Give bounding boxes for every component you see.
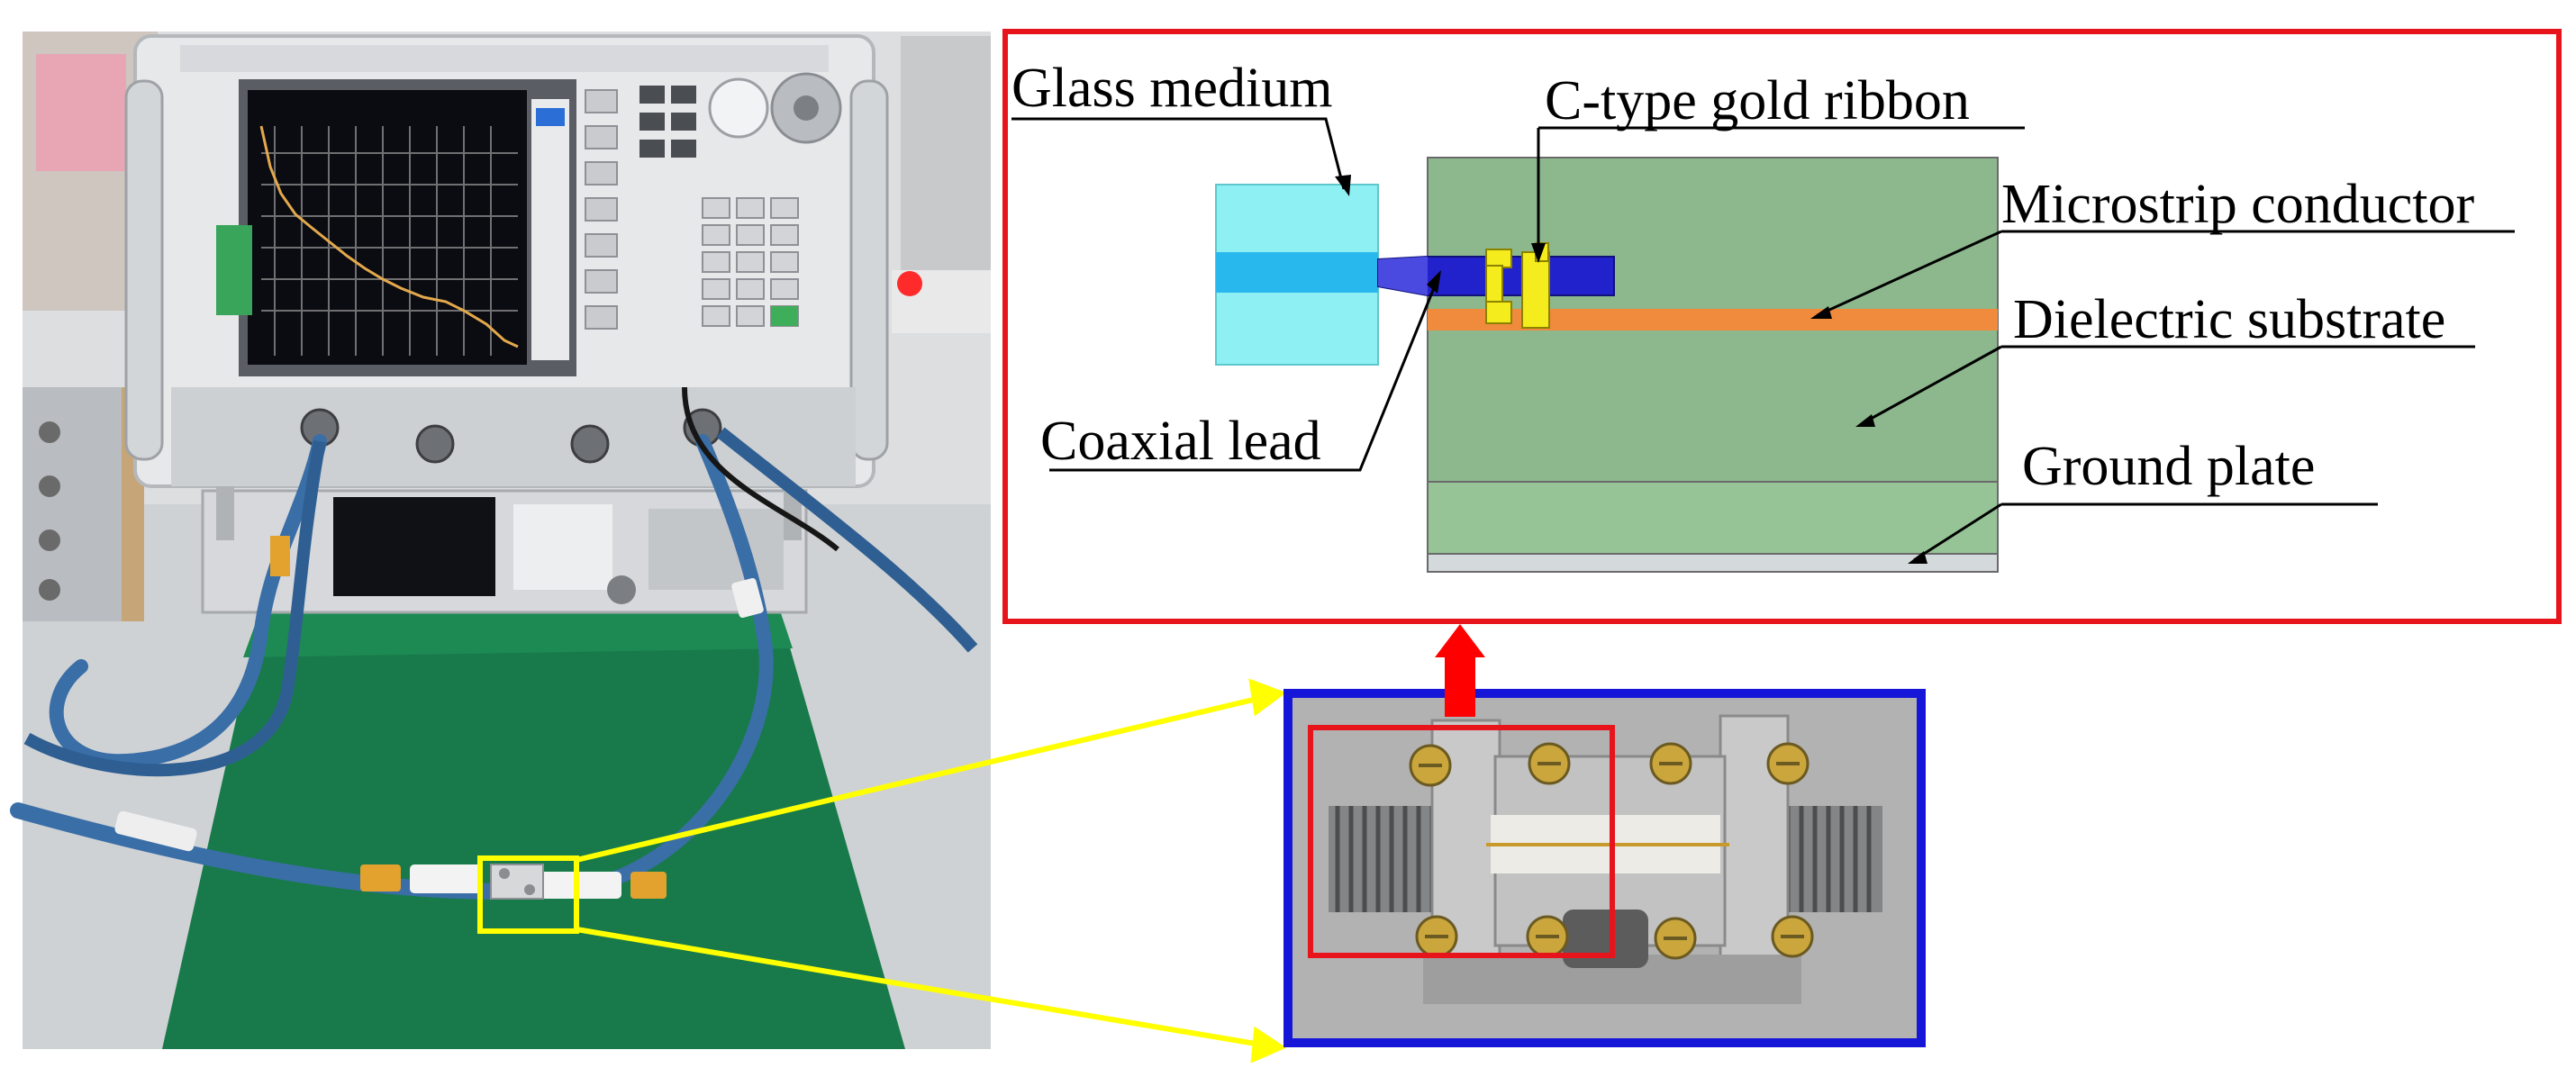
measurement-setup-photo (10, 32, 991, 1049)
gold-ribbon (1485, 242, 1550, 329)
label-ground-plate: Ground plate (2022, 436, 2315, 497)
structure-diagram: Glass medium C-type gold ribbon Microstr… (1002, 29, 2562, 624)
label-dielectric-substrate: Dielectric substrate (2013, 289, 2445, 350)
up-arrow-icon (1435, 624, 1485, 717)
label-microstrip-conductor: Microstrip conductor (2001, 174, 2475, 235)
label-gold-ribbon: C-type gold ribbon (1545, 70, 1970, 131)
label-coaxial-lead: Coaxial lead (1040, 411, 1321, 472)
callout-lines (576, 678, 1287, 1063)
label-glass-medium: Glass medium (1011, 58, 1332, 119)
test-fixture-photo (1283, 689, 1926, 1047)
microstrip-conductor (1428, 309, 1998, 330)
ground-plate (1427, 553, 1999, 573)
sma-connector-icon (300, 408, 722, 464)
leader-lines (1011, 117, 2515, 562)
